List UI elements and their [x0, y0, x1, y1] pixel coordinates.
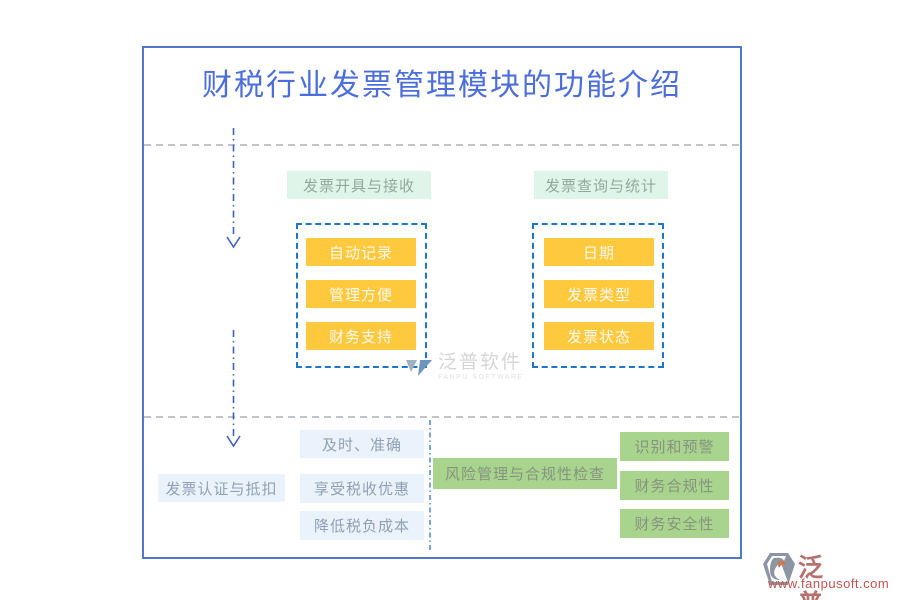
issue-group-container [296, 223, 427, 368]
risk-group-label: 风险管理与合规性检查 [433, 458, 617, 489]
watermark-subtitle: FANPU SOFTWARE [438, 374, 524, 381]
query-group-item: 日期 [544, 238, 654, 266]
footer-logo-url: www.fanpusoft.com [768, 576, 890, 591]
risk-group-item: 财务安全性 [620, 509, 729, 538]
issue-group-item: 财务支持 [306, 322, 416, 350]
watermark-name: 泛普软件 [438, 352, 523, 373]
page-title: 财税行业发票管理模块的功能介绍 [202, 69, 682, 102]
risk-group-item: 财务合规性 [620, 471, 729, 500]
certify-benefit: 降低税负成本 [300, 511, 424, 540]
query-group-label: 发票查询与统计 [534, 171, 668, 199]
certify-benefit: 及时、准确 [300, 430, 424, 458]
diagram-frame [142, 46, 742, 559]
issue-group-label: 发票开具与接收 [287, 171, 431, 199]
fanpu-logo-icon [763, 553, 795, 585]
issue-group-item: 管理方便 [306, 280, 416, 308]
certify-benefit: 享受税收优惠 [300, 474, 424, 503]
certify-label: 发票认证与抵扣 [158, 474, 285, 502]
footer-logo-name: 泛普软件 [798, 555, 826, 600]
risk-group-item: 识别和预警 [620, 432, 729, 461]
watermark: 泛普软件 FANPU SOFTWARE [404, 352, 524, 381]
issue-group-item: 自动记录 [306, 238, 416, 266]
query-group-item: 发票状态 [544, 322, 654, 350]
query-group-container [532, 223, 664, 368]
query-group-item: 发票类型 [544, 280, 654, 308]
fanpu-watermark-icon [406, 360, 432, 376]
